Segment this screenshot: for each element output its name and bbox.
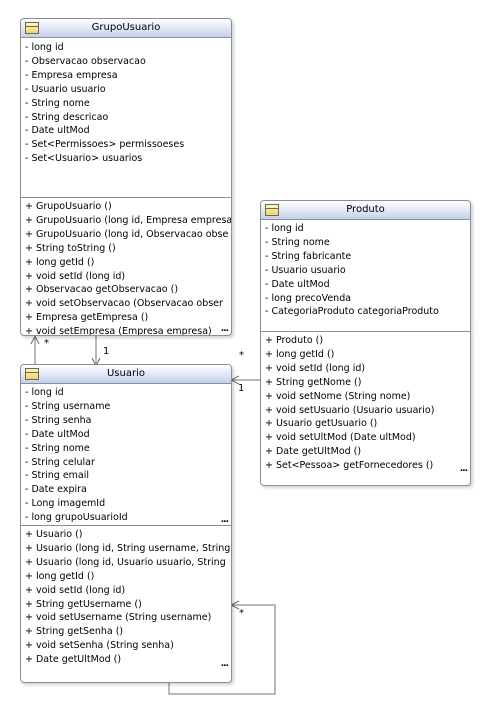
multiplicity-one: 1 bbox=[238, 383, 245, 394]
attributes-section: - long id - Observacao observacao - Empr… bbox=[21, 38, 231, 198]
attribute: - String descricao bbox=[25, 111, 109, 123]
attribute: - long id bbox=[25, 387, 64, 398]
attributes-section: - long id - String username - String sen… bbox=[21, 384, 231, 526]
usuario-self-line bbox=[168, 605, 276, 695]
multiplicity-star: * bbox=[239, 608, 244, 619]
class-header: GrupoUsuario bbox=[21, 19, 231, 38]
operation: + GrupoUsuario (long id, Observacao obse bbox=[25, 228, 229, 240]
operation: + long getId () bbox=[265, 348, 335, 360]
attribute: - Set<Permissoes> permissoeses bbox=[25, 139, 185, 151]
class-grupo-usuario[interactable]: GrupoUsuario - long id - Observacao obse… bbox=[20, 18, 232, 336]
operations-section: + Produto () + long getId () + void setI… bbox=[261, 332, 470, 482]
multiplicity-star: * bbox=[239, 350, 244, 361]
attribute: - String nome bbox=[265, 236, 330, 248]
attribute: - Date expira bbox=[25, 484, 87, 496]
operation: + void setEmpresa (Empresa empresa) bbox=[25, 326, 212, 336]
class-produto[interactable]: Produto - long id - String nome - String… bbox=[260, 200, 471, 486]
more-indicator[interactable]: ... bbox=[459, 464, 468, 474]
operation: + void setObservacao (Observacao obser bbox=[25, 298, 223, 310]
operation: + long getId () bbox=[25, 570, 95, 582]
attribute: - Long imagemId bbox=[25, 498, 106, 510]
multiplicity-star: * bbox=[44, 338, 49, 349]
operation: + void setSenha (String senha) bbox=[25, 640, 174, 652]
operations-section: + Usuario () + Usuario (long id, String … bbox=[21, 526, 231, 681]
operation: + String getUsername () bbox=[25, 598, 142, 610]
class-header: Produto bbox=[261, 201, 470, 220]
attribute: - Usuario usuario bbox=[25, 83, 106, 95]
attribute: - String nome bbox=[25, 442, 90, 454]
operation: + void setUltMod (Date ultMod) bbox=[265, 432, 416, 444]
attribute: - Date ultMod bbox=[25, 125, 90, 137]
operation: + Usuario (long id, Usuario usuario, Str… bbox=[25, 556, 226, 568]
more-indicator[interactable]: ... bbox=[220, 324, 229, 334]
class-name: Usuario bbox=[106, 368, 145, 379]
attribute: - String username bbox=[25, 400, 111, 412]
attribute: - String celular bbox=[25, 456, 95, 468]
attribute: - Date ultMod bbox=[25, 428, 90, 440]
class-icon bbox=[25, 368, 39, 380]
attributes-section: - long id - String nome - String fabrica… bbox=[261, 220, 470, 332]
attribute: - long precoVenda bbox=[265, 292, 352, 304]
operation: + String getSenha () bbox=[25, 626, 124, 638]
operation: + Usuario getUsuario () bbox=[265, 418, 378, 430]
class-usuario[interactable]: Usuario - long id - String username - St… bbox=[20, 364, 232, 683]
attribute: - Set<Usuario> usuarios bbox=[25, 153, 143, 165]
operation: + void setId (long id) bbox=[25, 270, 126, 282]
operation: + void setId (long id) bbox=[265, 362, 366, 374]
operation: + Empresa getEmpresa () bbox=[25, 312, 149, 324]
operation: + String toString () bbox=[25, 242, 116, 254]
attribute: - long grupoUsuarioId bbox=[25, 512, 128, 524]
operation: + Usuario (long id, String username, Str… bbox=[25, 542, 231, 554]
class-name: GrupoUsuario bbox=[91, 22, 161, 33]
operation: + void setUsername (String username) bbox=[25, 612, 212, 624]
attribute: - long id bbox=[25, 42, 64, 53]
attribute: - String email bbox=[25, 470, 90, 482]
attribute: - CategoriaProduto categoriaProduto bbox=[265, 306, 439, 318]
class-header: Usuario bbox=[21, 365, 231, 384]
operation: + Observacao getObservacao () bbox=[25, 284, 179, 296]
operations-section: + GrupoUsuario () + GrupoUsuario (long i… bbox=[21, 198, 232, 336]
more-indicator[interactable]: ... bbox=[220, 659, 229, 669]
operation: + void setNome (String nome) bbox=[265, 390, 411, 402]
operation: + Set<Pessoa> getFornecedores () bbox=[265, 460, 434, 472]
attribute: - Usuario usuario bbox=[265, 264, 346, 276]
operation: + void setId (long id) bbox=[25, 584, 126, 596]
operation: + Usuario () bbox=[25, 529, 83, 540]
operation: + void setUsuario (Usuario usuario) bbox=[265, 404, 435, 416]
operation: + Date getUltMod () bbox=[265, 446, 362, 458]
class-icon bbox=[265, 204, 279, 216]
attribute: - Observacao observacao bbox=[25, 55, 146, 67]
operation: + GrupoUsuario () bbox=[25, 201, 112, 212]
attribute: - Empresa empresa bbox=[25, 69, 118, 81]
multiplicity-one: 1 bbox=[103, 346, 110, 357]
operation: + Produto () bbox=[265, 335, 324, 346]
attribute: - String senha bbox=[25, 414, 92, 426]
operation: + long getId () bbox=[25, 256, 95, 268]
more-indicator[interactable]: ... bbox=[220, 515, 229, 525]
attribute: - String fabricante bbox=[265, 250, 352, 262]
class-name: Produto bbox=[346, 204, 385, 215]
attribute: - long id bbox=[265, 223, 304, 234]
operation: + String getNome () bbox=[265, 376, 362, 388]
attribute: - Date ultMod bbox=[265, 278, 330, 290]
operation: + GrupoUsuario (long id, Empresa empresa bbox=[25, 214, 232, 226]
attribute: - String nome bbox=[25, 97, 90, 109]
operation: + Date getUltMod () bbox=[25, 654, 122, 666]
class-icon bbox=[25, 22, 39, 34]
